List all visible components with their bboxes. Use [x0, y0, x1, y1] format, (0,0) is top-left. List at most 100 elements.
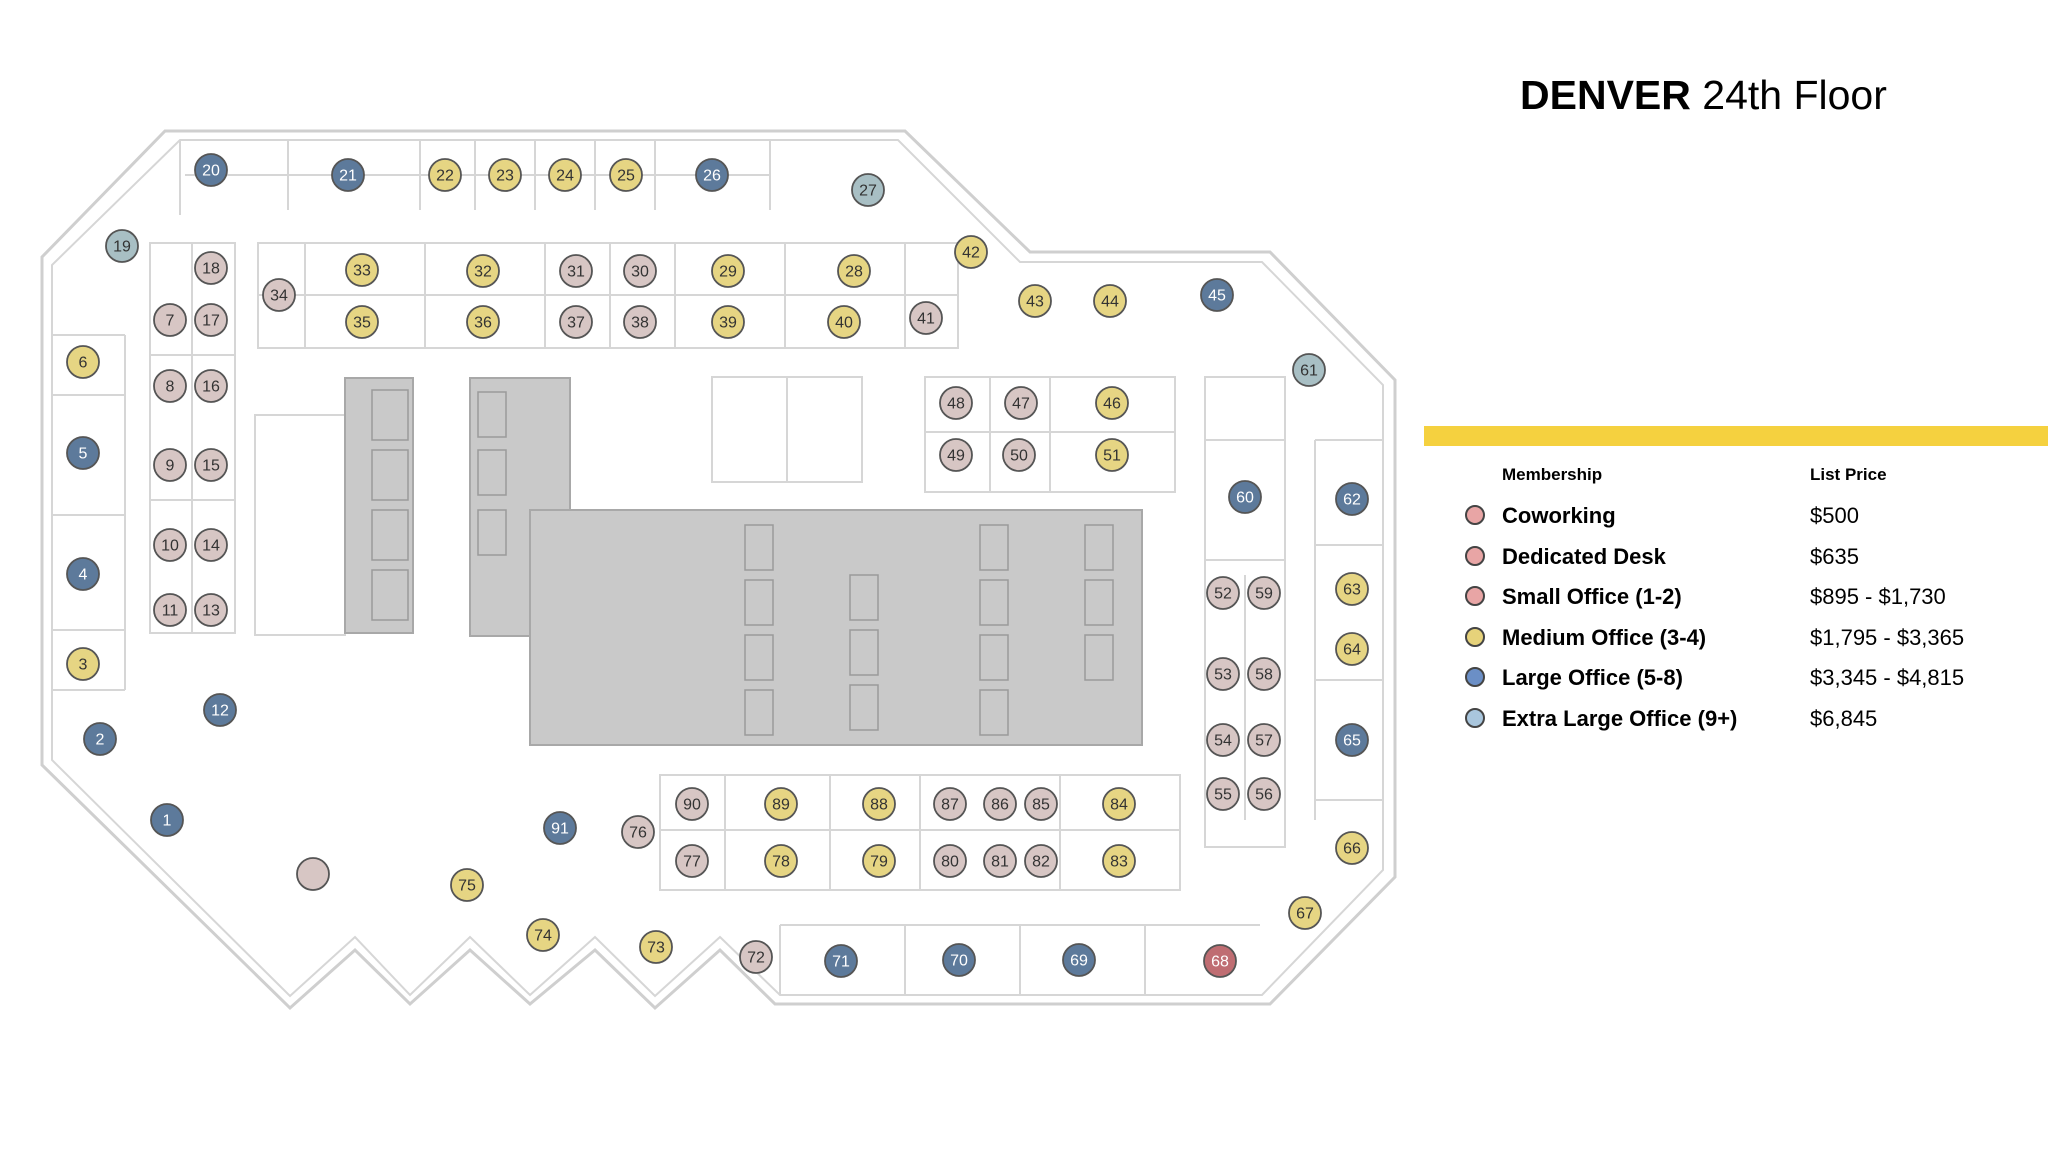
unit-50[interactable]: 50 — [1002, 438, 1036, 472]
unit-1[interactable]: 1 — [150, 803, 184, 837]
unit-marker[interactable] — [1288, 896, 1322, 930]
unit-marker[interactable] — [1292, 353, 1326, 387]
unit-marker[interactable] — [711, 305, 745, 339]
unit-25[interactable]: 25 — [609, 158, 643, 192]
unit-88[interactable]: 88 — [862, 787, 896, 821]
unit-72[interactable]: 72 — [739, 940, 773, 974]
unit-22[interactable]: 22 — [428, 158, 462, 192]
unit-53[interactable]: 53 — [1206, 657, 1240, 691]
unit-marker[interactable] — [983, 787, 1017, 821]
unit-marker[interactable] — [1335, 482, 1369, 516]
unit-76[interactable]: 76 — [621, 815, 655, 849]
unit-marker[interactable] — [623, 254, 657, 288]
unit-67[interactable]: 67 — [1288, 896, 1322, 930]
unit-7[interactable]: 7 — [153, 303, 187, 337]
unit-marker[interactable] — [764, 787, 798, 821]
unit-47[interactable]: 47 — [1004, 386, 1038, 420]
unit-marker[interactable] — [66, 557, 100, 591]
unit-marker[interactable] — [194, 153, 228, 187]
unit-marker[interactable] — [1206, 777, 1240, 811]
unit-marker[interactable] — [862, 844, 896, 878]
unit-marker[interactable] — [194, 528, 228, 562]
unit-19[interactable]: 19 — [105, 229, 139, 263]
unit-2[interactable]: 2 — [83, 722, 117, 756]
unit-44[interactable]: 44 — [1093, 284, 1127, 318]
unit-marker[interactable] — [105, 229, 139, 263]
unit-marker[interactable] — [66, 345, 100, 379]
unit-marker[interactable] — [639, 930, 673, 964]
unit-marker[interactable] — [1102, 787, 1136, 821]
unit-83[interactable]: 83 — [1102, 844, 1136, 878]
unit-10[interactable]: 10 — [153, 528, 187, 562]
unit-6[interactable]: 6 — [66, 345, 100, 379]
unit-32[interactable]: 32 — [466, 254, 500, 288]
unit-21[interactable]: 21 — [331, 158, 365, 192]
unit-14[interactable]: 14 — [194, 528, 228, 562]
unit-61[interactable]: 61 — [1292, 353, 1326, 387]
unit-65[interactable]: 65 — [1335, 723, 1369, 757]
unit-60[interactable]: 60 — [1228, 480, 1262, 514]
unit-marker[interactable] — [851, 173, 885, 207]
unit-marker[interactable] — [909, 301, 943, 335]
unit-12[interactable]: 12 — [203, 693, 237, 727]
unit-17[interactable]: 17 — [194, 303, 228, 337]
unit-26[interactable]: 26 — [695, 158, 729, 192]
unit-unlabeled[interactable] — [296, 857, 330, 891]
unit-35[interactable]: 35 — [345, 305, 379, 339]
unit-34[interactable]: 34 — [262, 278, 296, 312]
unit-marker[interactable] — [559, 254, 593, 288]
unit-28[interactable]: 28 — [837, 254, 871, 288]
unit-82[interactable]: 82 — [1024, 844, 1058, 878]
unit-marker[interactable] — [153, 448, 187, 482]
unit-68[interactable]: 68 — [1203, 944, 1237, 978]
unit-marker[interactable] — [1228, 480, 1262, 514]
unit-marker[interactable] — [526, 918, 560, 952]
unit-42[interactable]: 42 — [954, 235, 988, 269]
unit-90[interactable]: 90 — [675, 787, 709, 821]
unit-31[interactable]: 31 — [559, 254, 593, 288]
unit-marker[interactable] — [739, 940, 773, 974]
unit-marker[interactable] — [609, 158, 643, 192]
unit-55[interactable]: 55 — [1206, 777, 1240, 811]
unit-marker[interactable] — [824, 944, 858, 978]
unit-marker[interactable] — [1095, 438, 1129, 472]
unit-marker[interactable] — [1093, 284, 1127, 318]
unit-59[interactable]: 59 — [1247, 576, 1281, 610]
unit-marker[interactable] — [194, 593, 228, 627]
unit-5[interactable]: 5 — [66, 436, 100, 470]
unit-marker[interactable] — [194, 448, 228, 482]
unit-75[interactable]: 75 — [450, 868, 484, 902]
unit-marker[interactable] — [942, 943, 976, 977]
unit-78[interactable]: 78 — [764, 844, 798, 878]
unit-marker[interactable] — [1247, 657, 1281, 691]
unit-41[interactable]: 41 — [909, 301, 943, 335]
unit-20[interactable]: 20 — [194, 153, 228, 187]
unit-77[interactable]: 77 — [675, 844, 709, 878]
unit-marker[interactable] — [194, 303, 228, 337]
unit-marker[interactable] — [711, 254, 745, 288]
unit-marker[interactable] — [1247, 777, 1281, 811]
unit-marker[interactable] — [203, 693, 237, 727]
unit-marker[interactable] — [1247, 576, 1281, 610]
unit-marker[interactable] — [1002, 438, 1036, 472]
unit-11[interactable]: 11 — [153, 593, 187, 627]
unit-73[interactable]: 73 — [639, 930, 673, 964]
unit-marker[interactable] — [153, 528, 187, 562]
unit-85[interactable]: 85 — [1024, 787, 1058, 821]
unit-13[interactable]: 13 — [194, 593, 228, 627]
unit-marker[interactable] — [1018, 284, 1052, 318]
unit-69[interactable]: 69 — [1062, 943, 1096, 977]
unit-marker[interactable] — [488, 158, 522, 192]
unit-marker[interactable] — [153, 369, 187, 403]
unit-54[interactable]: 54 — [1206, 723, 1240, 757]
unit-marker[interactable] — [1004, 386, 1038, 420]
unit-marker[interactable] — [1335, 831, 1369, 865]
unit-marker[interactable] — [1200, 278, 1234, 312]
unit-marker[interactable] — [66, 647, 100, 681]
unit-51[interactable]: 51 — [1095, 438, 1129, 472]
unit-marker[interactable] — [1206, 576, 1240, 610]
unit-marker[interactable] — [548, 158, 582, 192]
unit-marker[interactable] — [675, 844, 709, 878]
unit-18[interactable]: 18 — [194, 251, 228, 285]
unit-86[interactable]: 86 — [983, 787, 1017, 821]
